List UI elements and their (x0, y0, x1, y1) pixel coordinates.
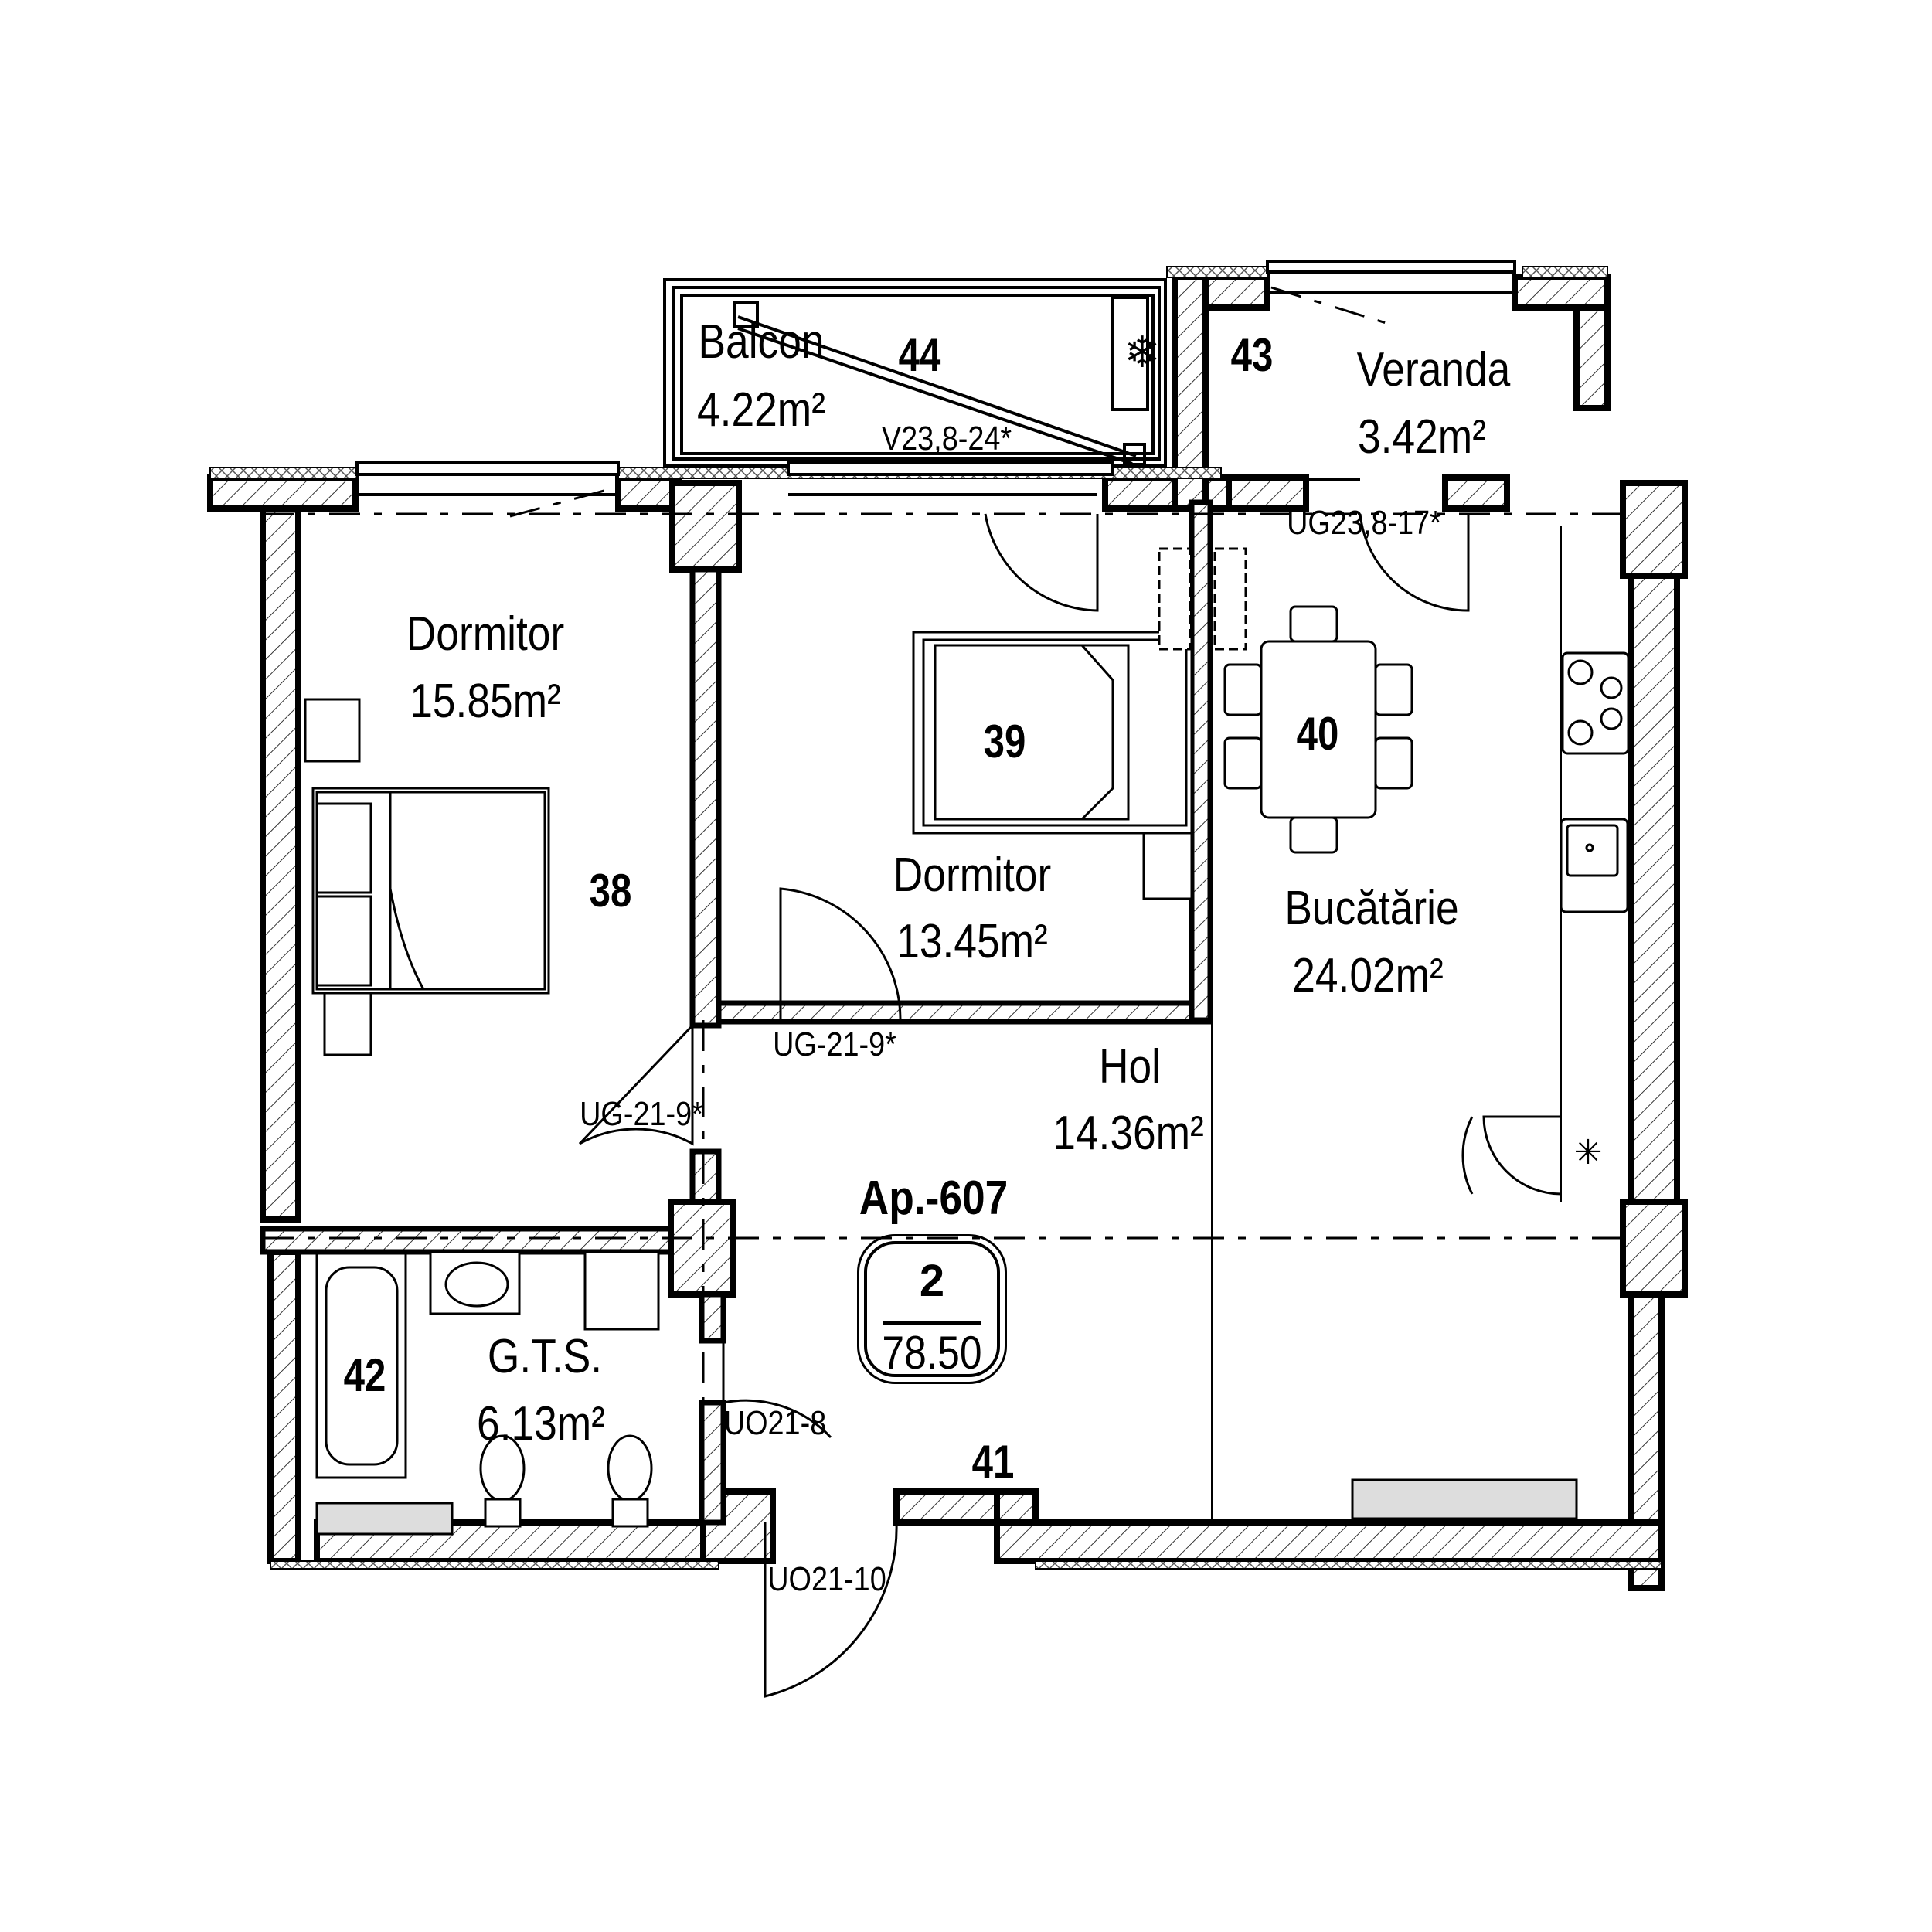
rooms-count: 2 (919, 1256, 945, 1306)
room-area-40: 24.02m² (1292, 949, 1444, 1002)
room-area-44: 4.22m² (697, 383, 825, 437)
room-name-44: Balcon (698, 315, 825, 369)
room-number-40: 40 (1296, 708, 1339, 760)
room-name-39: Dormitor (893, 849, 1052, 902)
room-name-38: Dormitor (406, 607, 565, 661)
dining-table (1223, 605, 1413, 854)
room-number-42: 42 (343, 1349, 386, 1401)
badge-divider (883, 1321, 981, 1325)
room-name-41: Hol (1098, 1040, 1162, 1094)
door-code-bathroom: UO21-8 (723, 1404, 827, 1442)
asterisk-icon: ✳ (1573, 1134, 1603, 1172)
axis-lines (263, 286, 1631, 1507)
room-number-41: 41 (971, 1436, 1015, 1488)
room-number-44: 44 (898, 329, 941, 381)
door-code-bedroom-39: UG-21-9* (773, 1026, 896, 1063)
bed-room-38 (304, 698, 550, 1056)
room-number-38: 38 (589, 865, 632, 917)
windows (355, 260, 1516, 496)
door-code-veranda: UG23,8-17* (1287, 504, 1441, 542)
room-name-40: Bucătărie (1284, 882, 1459, 935)
bathroom-fixtures (315, 1250, 1578, 1536)
room-area-42: 6.13m² (477, 1397, 605, 1451)
snowflake-icon: ❄ (1124, 328, 1161, 376)
room-name-42: G.T.S. (487, 1330, 603, 1383)
bed-room-39 (912, 547, 1247, 900)
room-number-39: 39 (983, 716, 1026, 767)
apartment-badge: 2 78.50 (857, 1234, 1007, 1384)
door-code-balcony: V23,8-24* (881, 420, 1012, 457)
door-code-entrance: UO21-10 (767, 1560, 886, 1598)
room-area-43: 3.42m² (1358, 410, 1486, 464)
kitchen-appliances (1560, 651, 1630, 913)
interior-walls (260, 499, 1213, 1526)
room-area-38: 15.85m² (410, 675, 561, 728)
room-area-39: 13.45m² (896, 915, 1048, 968)
door-code-bedroom-38: UG-21-9* (580, 1095, 703, 1133)
room-number-43: 43 (1230, 329, 1274, 381)
apartment-label: Ap.-607 (859, 1172, 1009, 1225)
room-name-43: Veranda (1356, 343, 1511, 396)
room-area-41: 14.36m² (1053, 1107, 1204, 1160)
total-area: 78.50 (882, 1327, 982, 1379)
door-swings (578, 513, 1562, 1698)
